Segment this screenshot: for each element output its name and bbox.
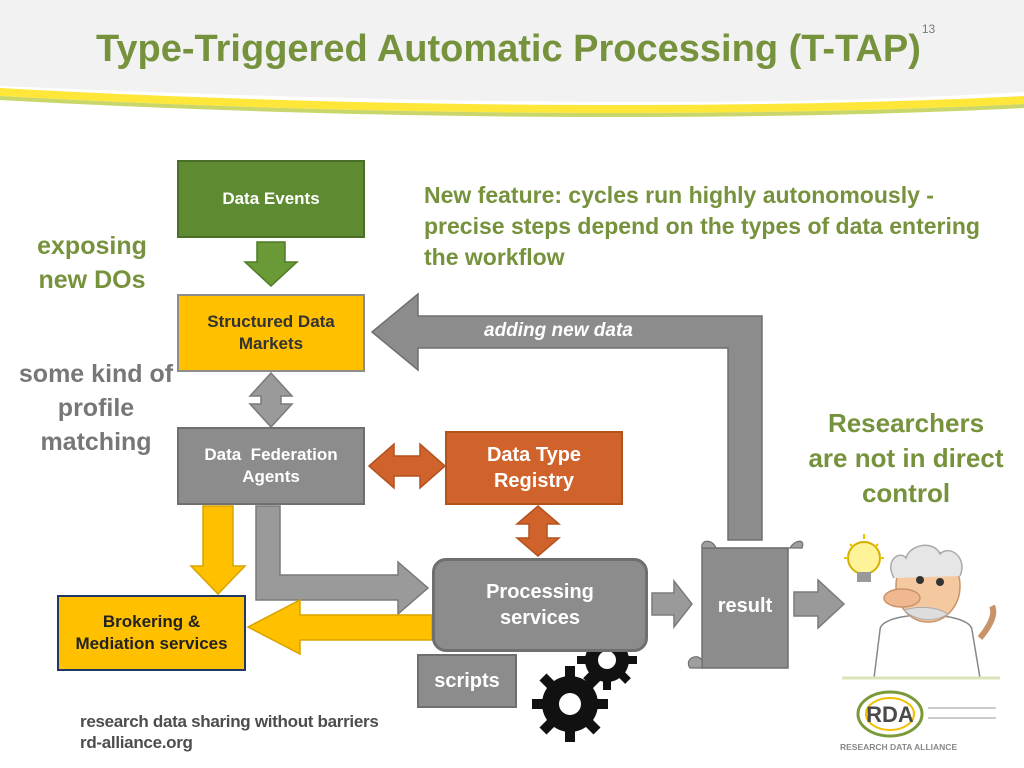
result-scroll xyxy=(687,540,804,669)
slide-title: Type-Triggered Automatic Processing (T-T… xyxy=(96,22,936,70)
adding-new-data-label: adding new data xyxy=(484,320,633,341)
arrow-federation-to-processing xyxy=(255,505,430,616)
arrow-markets-federation xyxy=(248,371,294,429)
arrow-registry-processing xyxy=(514,505,562,557)
footer-url: rd-alliance.org xyxy=(80,733,193,752)
arrow-events-to-markets xyxy=(243,241,299,288)
rda-logo: RDA RESEARCH DATA ALLIANCE xyxy=(840,676,1000,752)
exposing-note: exposing new DOs xyxy=(37,232,147,294)
structured-markets-box: Structured Data Markets xyxy=(177,294,365,372)
type-registry-box: Data Type Registry xyxy=(445,431,623,505)
brokering-box: Brokering & Mediation services xyxy=(57,595,246,671)
arrow-federation-registry xyxy=(367,442,447,490)
result-label: result xyxy=(717,595,773,617)
arrow-federation-to-brokering xyxy=(189,505,247,596)
processing-services-box: Processing services xyxy=(432,558,648,652)
arrow-processing-to-result xyxy=(651,578,693,630)
professor-illustration xyxy=(844,534,997,678)
footer-tagline: research data sharing without barriers xyxy=(80,712,379,731)
arrow-adding-new-data xyxy=(370,292,763,541)
researchers-note: Researchers are not in direct control xyxy=(808,408,1004,509)
lightbulb-icon xyxy=(844,534,884,582)
header-swoosh xyxy=(0,0,1024,118)
logo-text: RDA xyxy=(866,702,914,727)
gear-icon xyxy=(532,666,608,742)
slide-number: 13 xyxy=(921,22,936,37)
scripts-box: scripts xyxy=(417,654,517,708)
arrow-processing-to-brokering xyxy=(246,598,433,656)
arrow-result-to-researcher xyxy=(793,578,846,630)
data-events-box: Data Events xyxy=(177,160,365,238)
federation-agents-box: Data Federation Agents xyxy=(177,427,365,505)
profile-matching-note: some kind of profile matching xyxy=(18,360,174,456)
new-feature-note: New feature: cycles run highly autonomou… xyxy=(424,182,980,270)
logo-subtext: RESEARCH DATA ALLIANCE xyxy=(840,742,957,752)
